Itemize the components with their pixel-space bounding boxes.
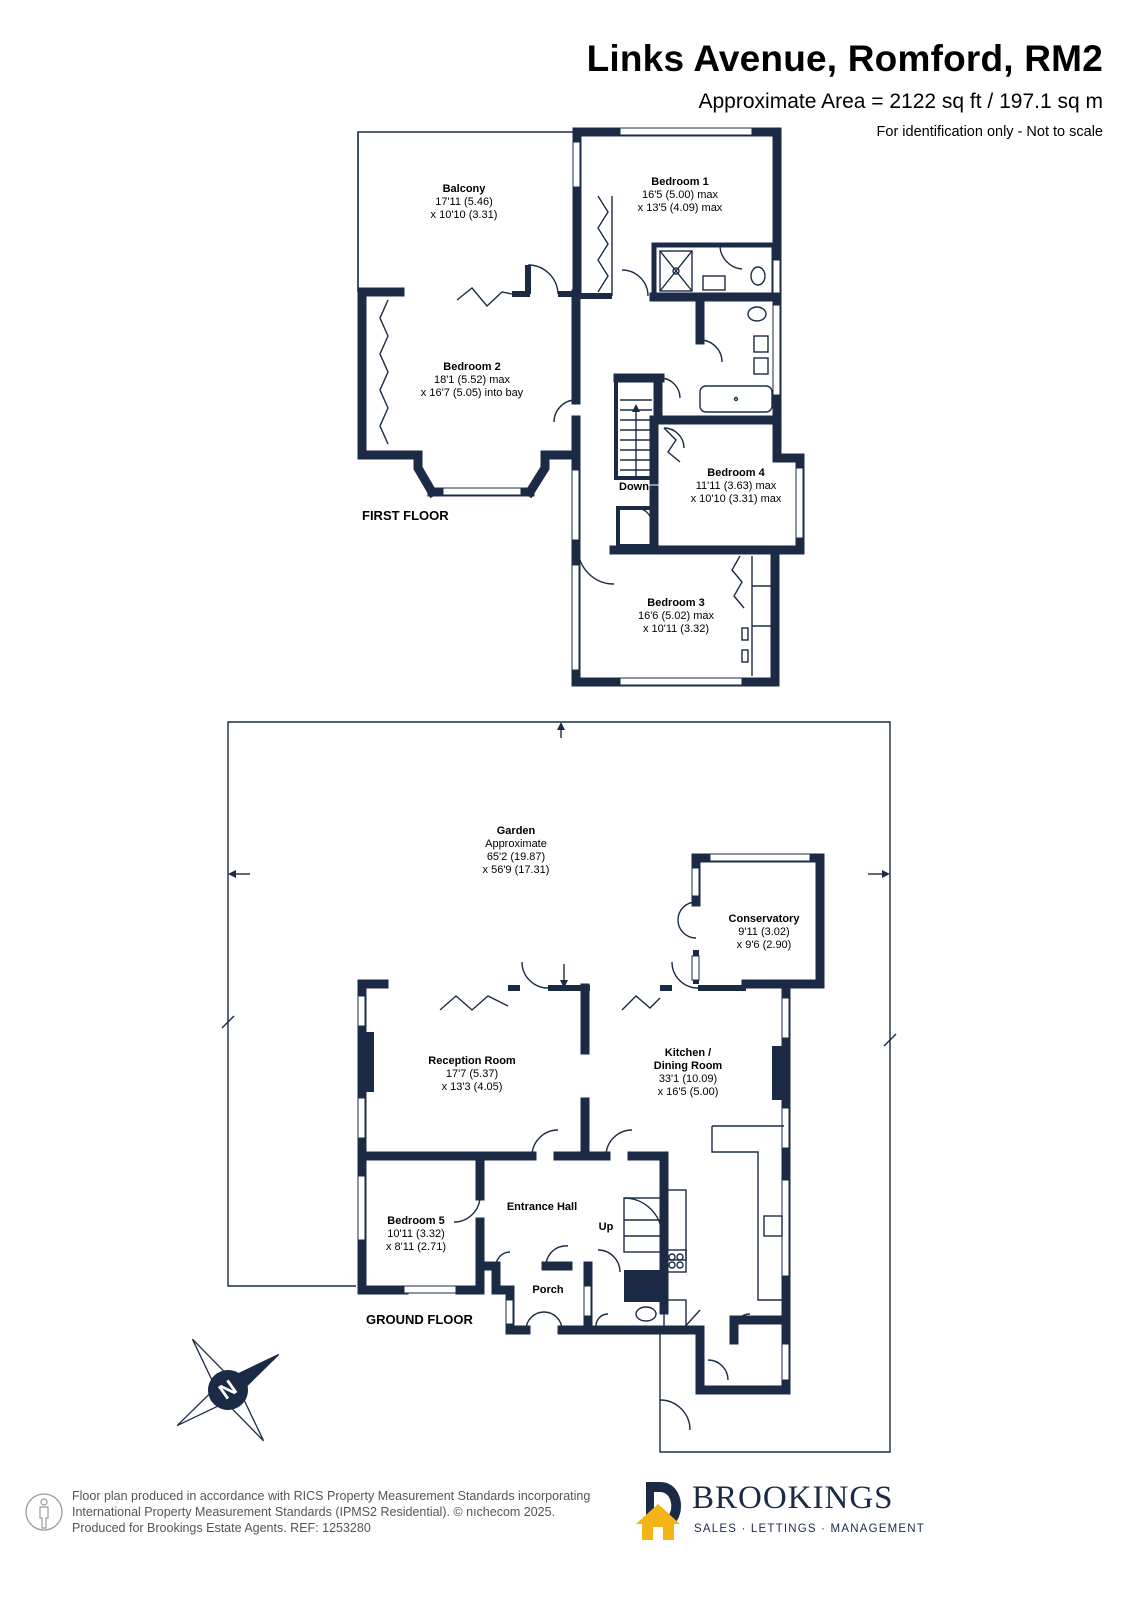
stairs-down-label: Down: [619, 481, 649, 493]
room-label-kitchen-dining: Kitchen / Dining Room 33'1 (10.09) x 16'…: [654, 1047, 723, 1098]
room-label-bedroom-2: Bedroom 2 18'1 (5.52) max x 16'7 (5.05) …: [421, 361, 524, 399]
first-floor-label: FIRST FLOOR: [362, 508, 449, 523]
ground-floor-label: GROUND FLOOR: [366, 1312, 473, 1327]
room-label-porch: Porch: [532, 1284, 563, 1296]
svg-text:Dining Room: Dining Room: [654, 1060, 723, 1072]
svg-text:10'11 (3.32): 10'11 (3.32): [387, 1228, 445, 1240]
room-label-bedroom-5: Bedroom 5 10'11 (3.32) x 8'11 (2.71): [386, 1215, 446, 1253]
room-label-entrance-hall: Entrance Hall: [507, 1201, 577, 1213]
svg-text:Bedroom 2: Bedroom 2: [443, 361, 500, 373]
brand-tagline: SALES · LETTINGS · MANAGEMENT: [694, 1523, 925, 1535]
svg-text:Garden: Garden: [497, 825, 536, 837]
svg-text:18'1 (5.52) max: 18'1 (5.52) max: [434, 374, 511, 386]
svg-text:x 9'6 (2.90): x 9'6 (2.90): [737, 939, 792, 951]
room-label-bedroom-3: Bedroom 3 16'6 (5.02) max x 10'11 (3.32): [638, 597, 715, 635]
first-floor-plan: Down Balcony 17'11 (5.46) x 10'10 (3.31): [358, 128, 803, 685]
svg-text:x 16'7 (5.05) into bay: x 16'7 (5.05) into bay: [421, 387, 524, 399]
ground-floor-plan: Up Garden Approximate 65'2 (19.87) x 5: [222, 722, 896, 1452]
room-label-reception-room: Reception Room 17'7 (5.37) x 13'3 (4.05): [428, 1055, 516, 1093]
brookings-logo-icon: [636, 1482, 681, 1540]
footer-disclaimer: Floor plan produced in accordance with R…: [72, 1488, 590, 1536]
svg-text:11'11 (3.63) max: 11'11 (3.63) max: [696, 480, 777, 492]
svg-text:17'11 (5.46): 17'11 (5.46): [435, 196, 493, 208]
svg-text:x 10'10 (3.31) max: x 10'10 (3.31) max: [691, 493, 782, 505]
svg-text:x 56'9 (17.31): x 56'9 (17.31): [483, 864, 550, 876]
svg-text:Kitchen /: Kitchen /: [665, 1047, 711, 1059]
svg-text:Approximate: Approximate: [485, 838, 547, 850]
room-label-bedroom-1: Bedroom 1 16'5 (5.00) max x 13'5 (4.09) …: [638, 176, 723, 214]
svg-text:33'1 (10.09): 33'1 (10.09): [659, 1073, 717, 1085]
svg-text:Balcony: Balcony: [443, 183, 487, 195]
room-label-bedroom-4: Bedroom 4 11'11 (3.63) max x 10'10 (3.31…: [691, 467, 782, 505]
svg-text:x 16'5 (5.00): x 16'5 (5.00): [658, 1086, 719, 1098]
room-label-conservatory: Conservatory 9'11 (3.02) x 9'6 (2.90): [729, 913, 801, 951]
svg-text:Bedroom 4: Bedroom 4: [707, 467, 765, 479]
balcony-bifold-door: [457, 288, 512, 306]
garden-label: Garden Approximate 65'2 (19.87) x 56'9 (…: [483, 825, 550, 876]
svg-text:x 8'11 (2.71): x 8'11 (2.71): [386, 1241, 446, 1253]
svg-text:65'2 (19.87): 65'2 (19.87): [487, 851, 545, 863]
svg-text:17'7 (5.37): 17'7 (5.37): [446, 1068, 498, 1080]
svg-text:Bedroom 1: Bedroom 1: [651, 176, 708, 188]
svg-text:9'11 (3.02): 9'11 (3.02): [738, 926, 789, 938]
brand-name: BROOKINGS: [692, 1480, 894, 1517]
svg-text:Conservatory: Conservatory: [729, 913, 801, 925]
svg-text:Bedroom 5: Bedroom 5: [387, 1215, 444, 1227]
svg-text:x 13'5 (4.09) max: x 13'5 (4.09) max: [638, 202, 723, 214]
svg-text:x 10'11 (3.32): x 10'11 (3.32): [643, 623, 709, 635]
person-scale-icon: [26, 1494, 62, 1530]
svg-text:x 10'10 (3.31): x 10'10 (3.31): [431, 209, 498, 221]
svg-text:16'6 (5.02) max: 16'6 (5.02) max: [638, 610, 715, 622]
svg-text:x 13'3 (4.05): x 13'3 (4.05): [442, 1081, 503, 1093]
stairs-up-label: Up: [599, 1221, 614, 1233]
svg-text:Bedroom 3: Bedroom 3: [647, 597, 704, 609]
room-label-balcony: Balcony 17'11 (5.46) x 10'10 (3.31): [431, 183, 498, 221]
svg-text:Reception Room: Reception Room: [428, 1055, 516, 1067]
svg-text:16'5 (5.00) max: 16'5 (5.00) max: [642, 189, 719, 201]
